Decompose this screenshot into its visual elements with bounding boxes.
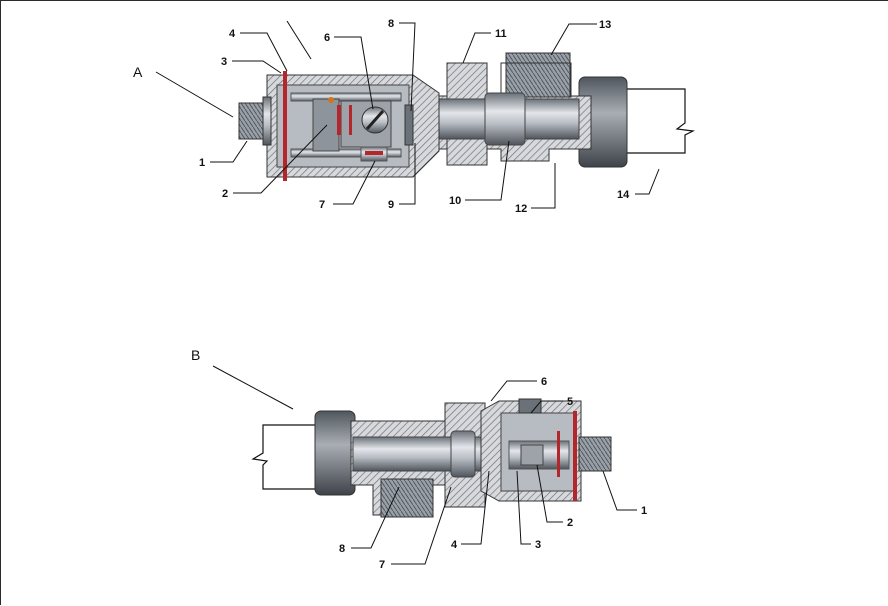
pipe-b bbox=[251, 424, 320, 490]
outlet-nipple-b bbox=[578, 436, 612, 472]
figure-b bbox=[251, 398, 612, 518]
figure-a-leaders bbox=[210, 20, 660, 209]
figure-a bbox=[238, 52, 696, 181]
union-nut-b bbox=[314, 410, 356, 496]
threaded-port-a bbox=[505, 52, 571, 98]
callout-a-9: 9 bbox=[388, 199, 394, 211]
pipe-a bbox=[622, 88, 696, 154]
callout-a-3: 3 bbox=[221, 56, 227, 68]
callout-b-2: 2 bbox=[567, 517, 573, 529]
callout-a-4: 4 bbox=[229, 28, 236, 40]
callout-b-7: 7 bbox=[379, 559, 385, 571]
figure-a-callouts: 1 2 3 4 6 7 8 9 10 11 12 13 14 bbox=[199, 18, 630, 215]
callout-a-12: 12 bbox=[515, 203, 527, 215]
callout-b-6: 6 bbox=[541, 376, 547, 388]
figure-a-letter: A bbox=[133, 64, 143, 80]
threaded-port-b bbox=[380, 478, 434, 518]
callout-b-8: 8 bbox=[339, 543, 345, 555]
callout-a-11: 11 bbox=[495, 28, 507, 40]
callout-a-7: 7 bbox=[319, 199, 325, 211]
seal-plate-a bbox=[283, 71, 287, 181]
callout-a-10: 10 bbox=[449, 195, 461, 207]
callout-b-3: 3 bbox=[535, 539, 541, 551]
callout-a-14: 14 bbox=[617, 189, 630, 201]
callout-b-4: 4 bbox=[451, 539, 458, 551]
callout-a-8: 8 bbox=[388, 18, 394, 30]
figure-b-letter: B bbox=[191, 347, 200, 363]
callout-b-5: 5 bbox=[567, 396, 573, 408]
callout-b-1: 1 bbox=[641, 505, 647, 517]
callout-a-6: 6 bbox=[324, 32, 330, 44]
seal-plate-b bbox=[573, 411, 577, 501]
callout-a-2: 2 bbox=[222, 188, 228, 200]
callout-a-13: 13 bbox=[599, 19, 611, 31]
figure-b-leaders bbox=[351, 380, 637, 565]
callout-a-1: 1 bbox=[199, 157, 205, 169]
figure-b-callouts: 1 2 3 4 5 6 7 8 bbox=[339, 376, 647, 571]
